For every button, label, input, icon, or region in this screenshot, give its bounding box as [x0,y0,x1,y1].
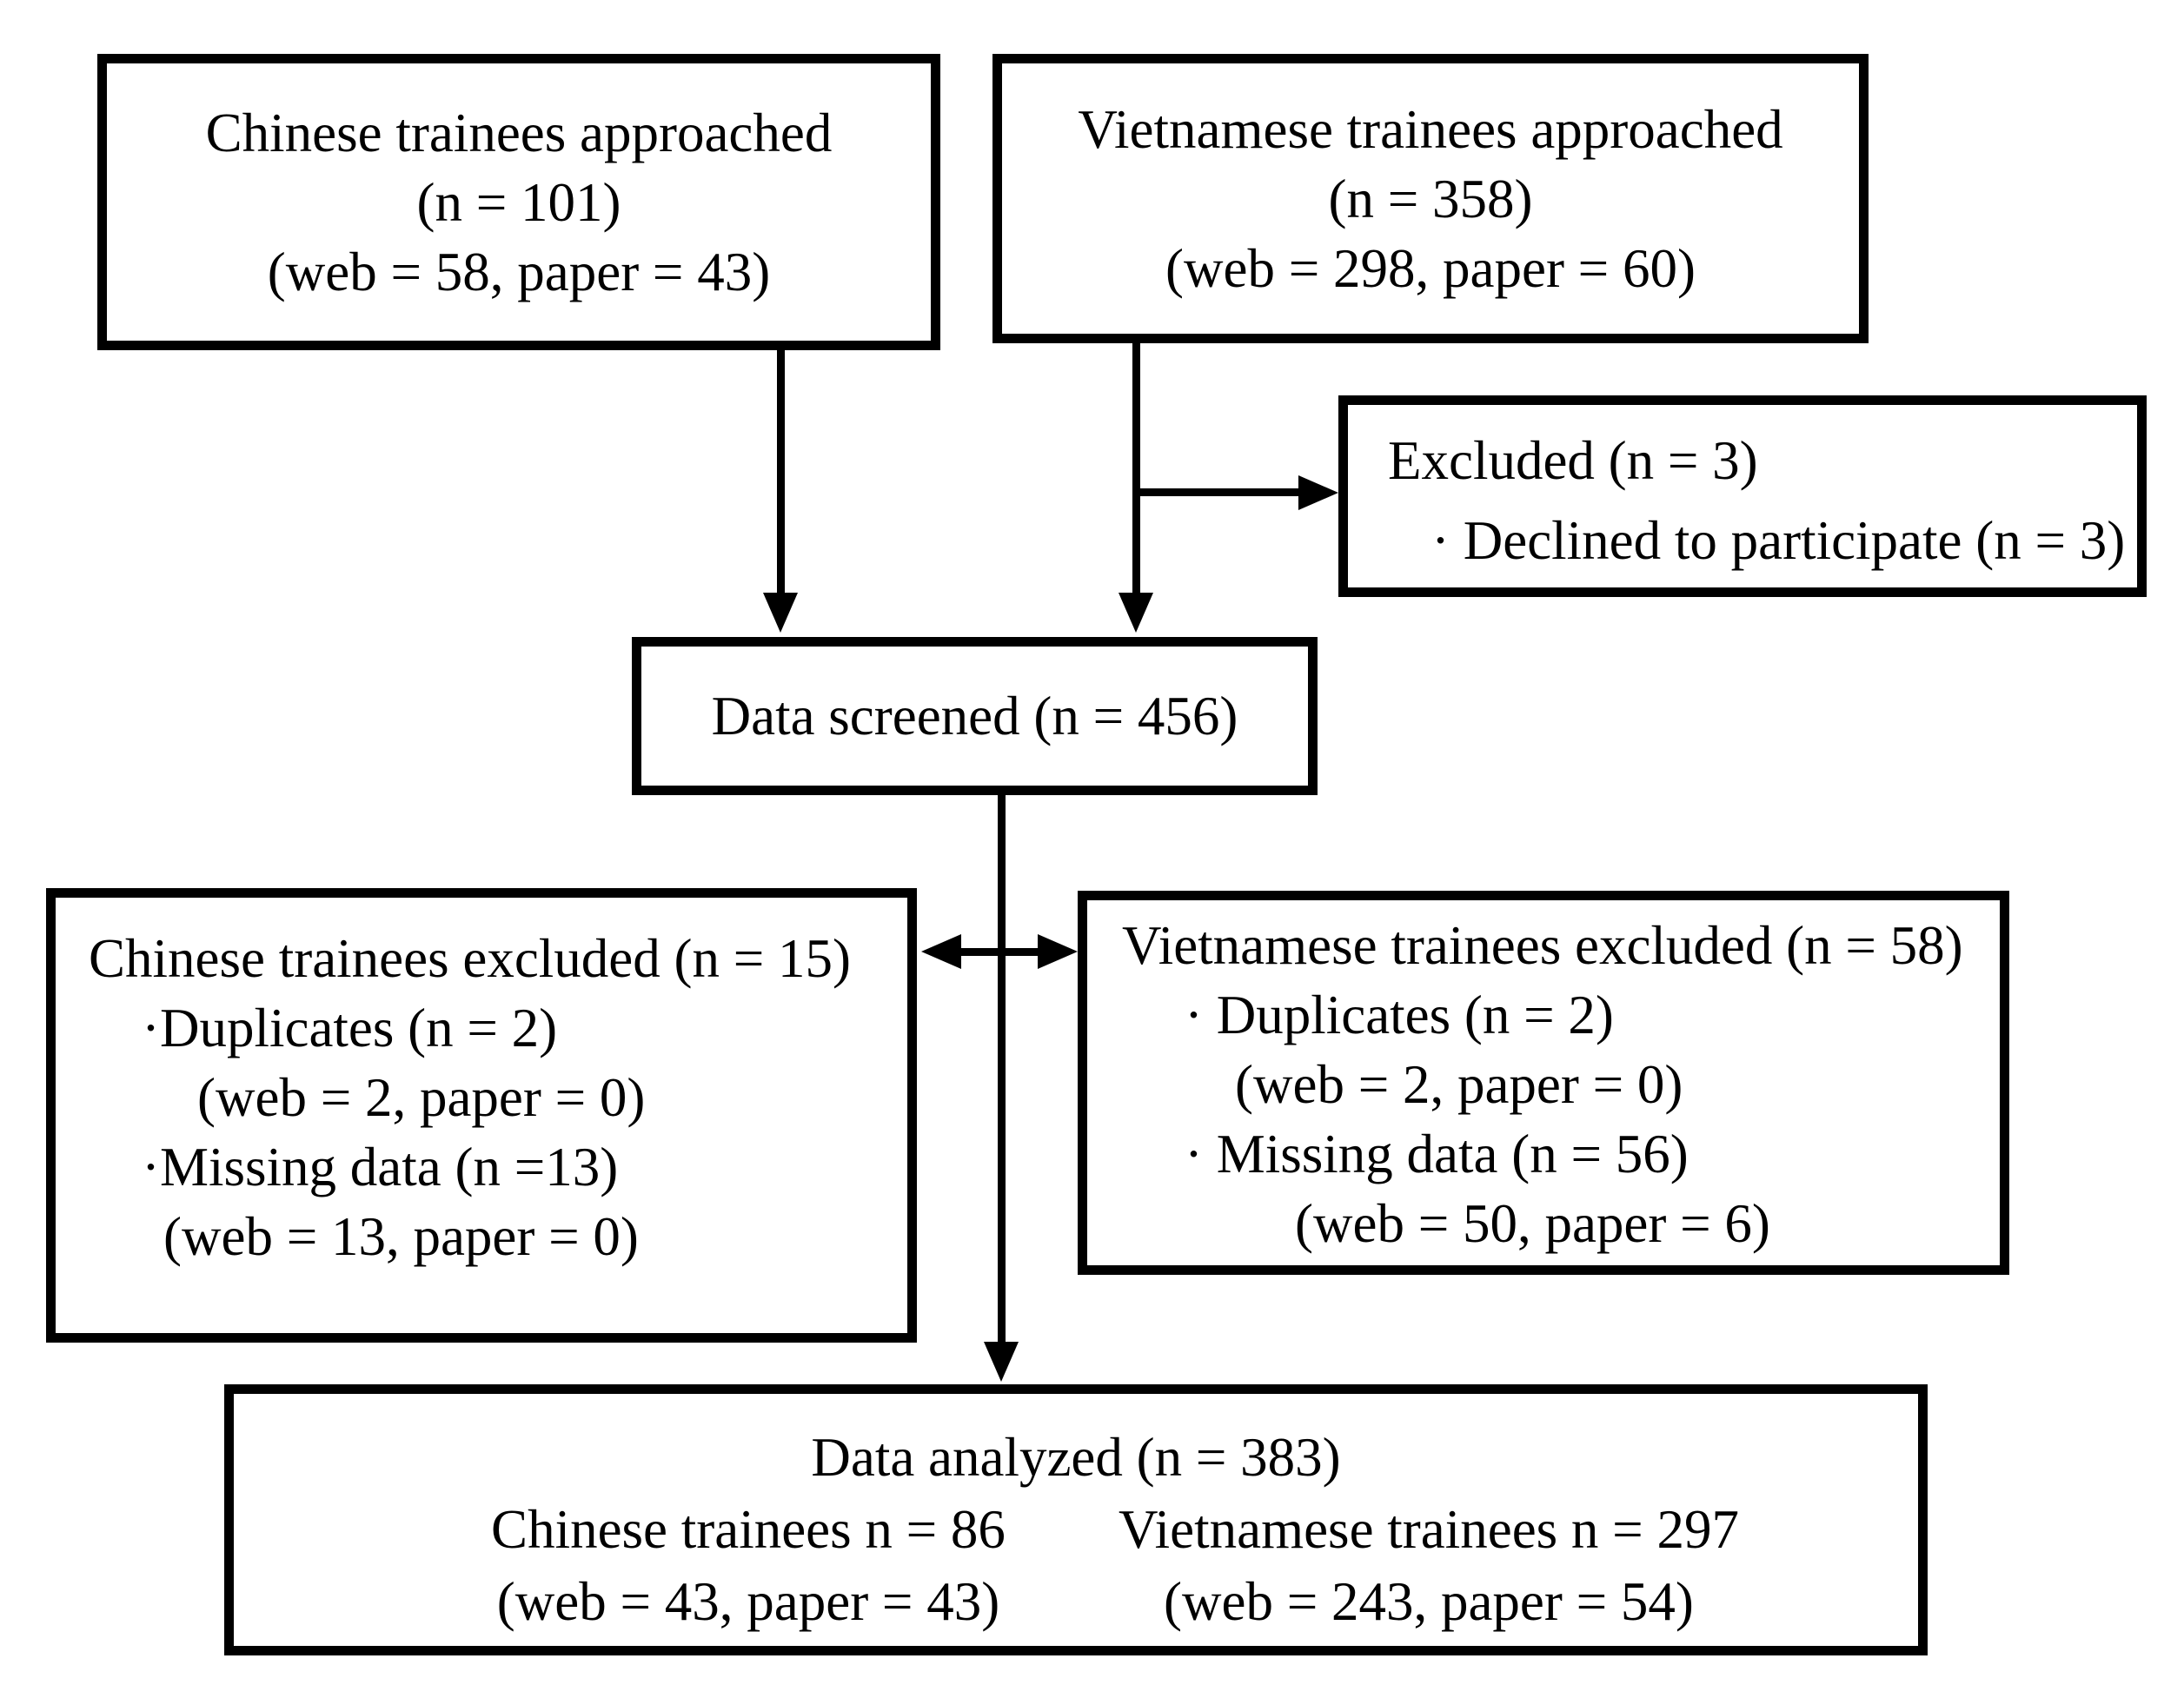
box-vietnamese-approached: Vietnamese trainees approached (n = 358)… [992,54,1869,343]
vietnamese-analyzed-column: Vietnamese trainees n = 297 (web = 243, … [1119,1494,1739,1638]
text-line: Vietnamese trainees approached [1078,98,1783,160]
text-line: (n = 358) [1328,168,1533,229]
box-data-screened: Data screened (n = 456) [632,637,1318,795]
bullet-line: ·Missing data (n =13) [142,1137,619,1197]
double-arrow-exclusions-shaft [956,948,1043,956]
chinese-analyzed-column: Chinese trainees n = 86 (web = 43, paper… [491,1494,1006,1638]
arrow-screened-to-analyzed-shaft [998,795,1006,1344]
bullet-line: ·Duplicates (n = 2) [142,998,558,1058]
detail-line: (web = 2, paper = 0) [197,1067,646,1128]
analyzed-columns: Chinese trainees n = 86 (web = 43, paper… [234,1494,1918,1638]
text-line: Vietnamese trainees n = 297 [1118,1499,1739,1560]
text-line: (n = 101) [416,171,621,233]
arrow-vietnamese-to-screened-shaft [1132,343,1140,598]
box-data-analyzed: Data analyzed (n = 383) Chinese trainees… [224,1384,1928,1655]
arrow-down-icon [1119,593,1153,633]
arrow-to-excluded-shaft [1136,488,1301,496]
text-line: Chinese trainees excluded (n = 15) [89,928,851,989]
text-line: Data screened (n = 456) [711,686,1238,746]
arrow-down-icon [984,1342,1019,1382]
text-line: (web = 43, paper = 43) [496,1571,1000,1632]
text-line: Chinese trainees n = 86 [491,1499,1006,1560]
bullet-line: · Missing data (n = 56) [1185,1124,1689,1184]
box-chinese-excluded: Chinese trainees excluded (n = 15) ·Dupl… [46,888,917,1343]
text-line: Data analyzed (n = 383) [811,1427,1341,1488]
detail-line: (web = 2, paper = 0) [1235,1054,1683,1115]
text-line: (web = 298, paper = 60) [1165,237,1696,299]
detail-line: (web = 13, paper = 0) [163,1206,639,1267]
text-line: Excluded (n = 3) [1388,430,1758,491]
arrow-right-icon [1038,934,1078,969]
arrow-down-icon [763,593,798,633]
box-vietnamese-excluded: Vietnamese trainees excluded (n = 58) · … [1078,891,2009,1275]
text-line: (web = 58, paper = 43) [267,241,771,302]
box-chinese-approached: Chinese trainees approached (n = 101) (w… [97,54,940,350]
bullet-line: · Declined to participate (n = 3) [1431,510,2126,571]
detail-line: (web = 50, paper = 6) [1295,1193,1770,1254]
text-line: Vietnamese trainees excluded (n = 58) [1122,915,1963,976]
text-line: (web = 243, paper = 54) [1164,1571,1694,1632]
bullet-line: · Duplicates (n = 2) [1185,985,1614,1045]
arrow-right-icon [1298,475,1338,510]
arrow-chinese-to-screened-shaft [777,350,785,598]
arrow-left-icon [921,934,961,969]
text-line: Chinese trainees approached [205,102,833,163]
box-excluded: Excluded (n = 3) · Declined to participa… [1338,395,2147,597]
